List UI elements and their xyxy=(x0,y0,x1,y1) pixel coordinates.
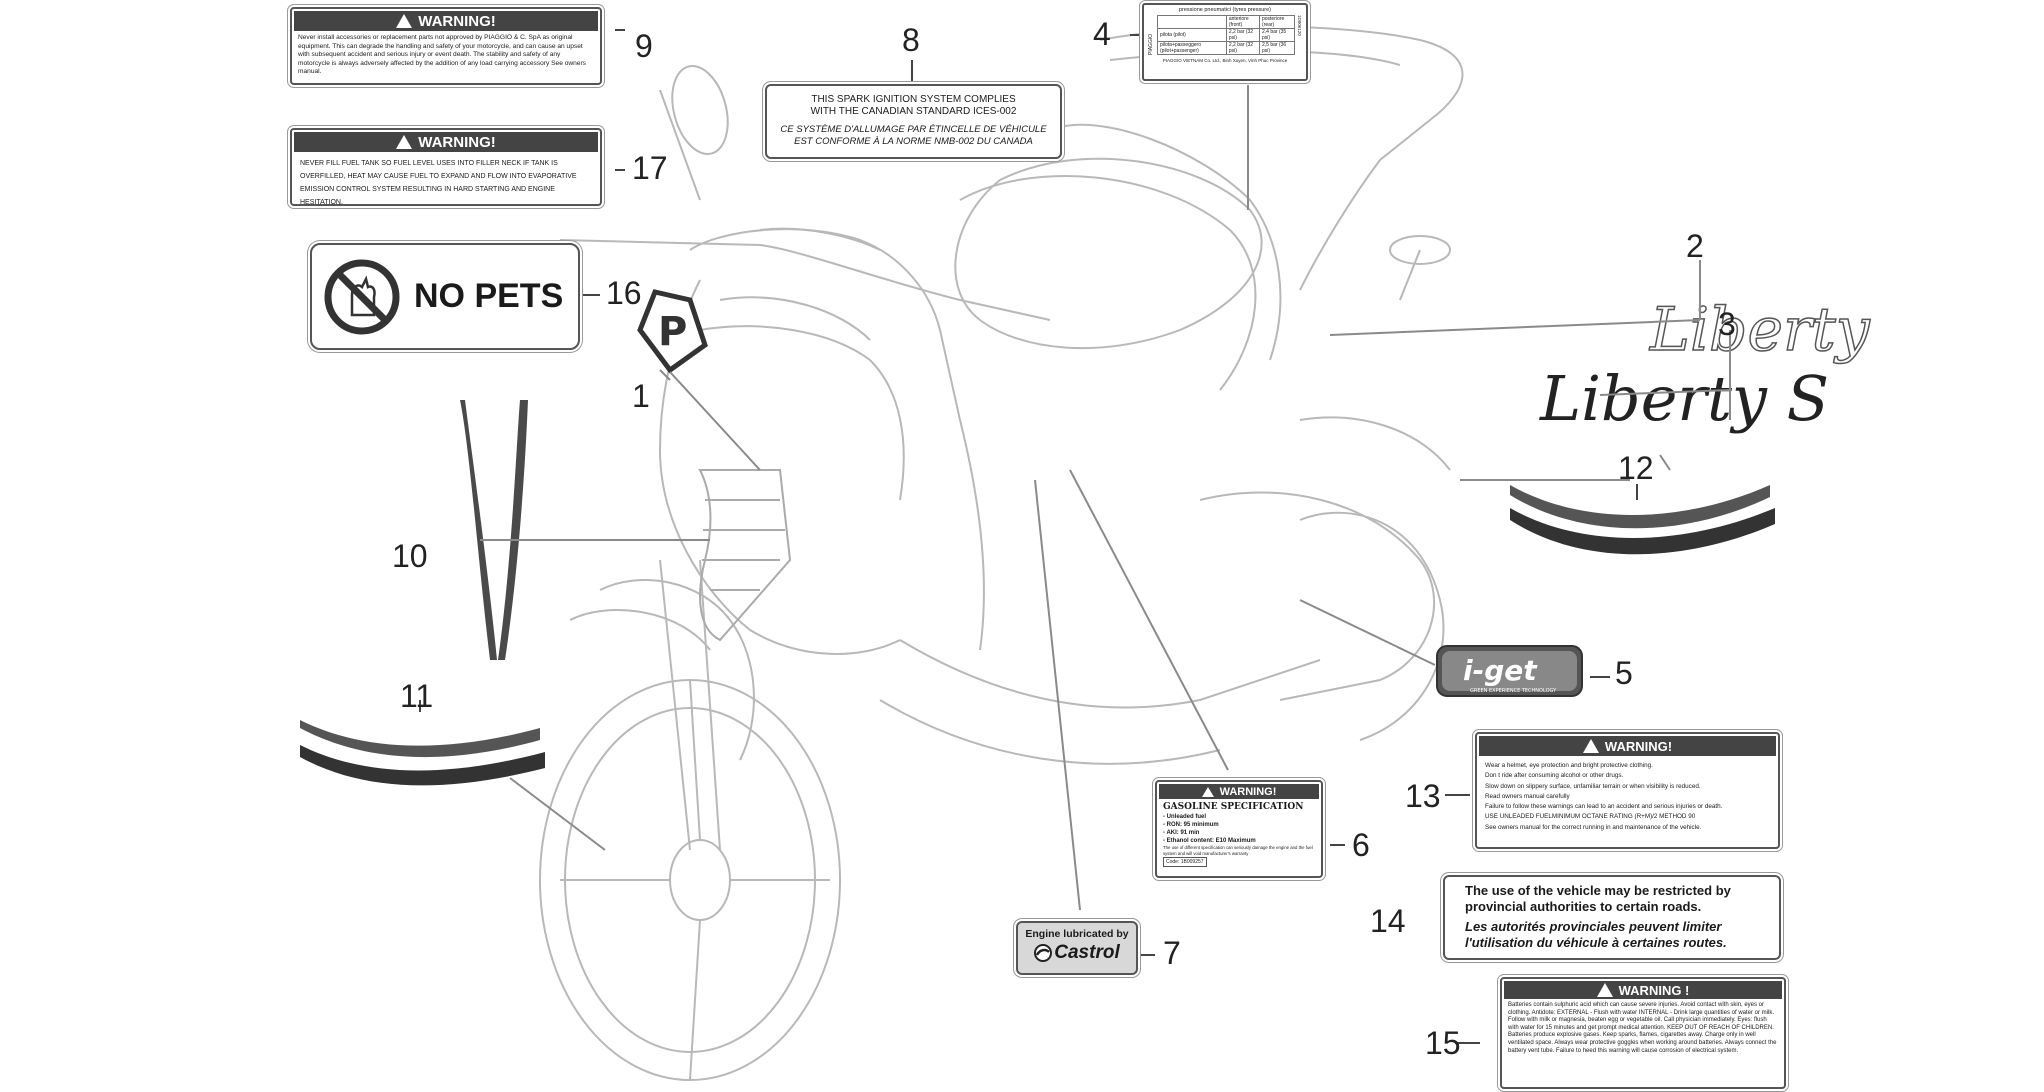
warning-triangle-icon xyxy=(396,14,413,28)
warning-label-17: WARNING! NEVER FILL FUEL TANK SO FUEL LE… xyxy=(290,128,602,206)
warning-triangle-icon xyxy=(1201,786,1214,797)
warning-header: WARNING ! xyxy=(1504,981,1782,999)
ices-label-8: THIS SPARK IGNITION SYSTEM COMPLIES WITH… xyxy=(765,84,1062,159)
tyre-pressure-label-4: pressione pneumatici (tyres pressure) PI… xyxy=(1142,3,1308,81)
callout-9: 9 xyxy=(635,28,653,64)
warning-header: WARNING! xyxy=(294,132,598,152)
callout-7: 7 xyxy=(1163,935,1181,971)
ices-line-4: EST CONFORME À LA NORME NMB-002 DU CANAD… xyxy=(794,136,1033,147)
no-pets-label-16: NO PETS xyxy=(310,243,580,350)
callout-13: 13 xyxy=(1405,778,1441,814)
warning-text: NEVER FILL FUEL TANK SO FUEL LEVEL USES … xyxy=(300,160,577,206)
callout-4: 4 xyxy=(1093,16,1111,52)
ices-line-1: THIS SPARK IGNITION SYSTEM COMPLIES xyxy=(811,94,1016,105)
svg-text:i-get: i-get xyxy=(1463,654,1538,687)
callout-5: 5 xyxy=(1615,655,1633,691)
castrol-swoosh-icon xyxy=(1034,944,1053,962)
callout-6: 6 xyxy=(1352,827,1370,863)
tyre-code: 1D006120 xyxy=(1297,15,1302,36)
callout-2: 2 xyxy=(1686,228,1704,264)
stripe-11-upper xyxy=(300,720,540,758)
liberty-logo-outline: Liberty xyxy=(1649,295,1871,365)
warning-triangle-icon xyxy=(1582,739,1599,753)
gasoline-label-6: WARNING! GASOLINE SPECIFICATION - Unlead… xyxy=(1155,780,1323,878)
restriction-text-fr: Les autorités provinciales peuvent limit… xyxy=(1465,919,1727,950)
warning-text: Never install accessories or replacement… xyxy=(298,34,586,75)
gasoline-spec: GASOLINE SPECIFICATION - Unleaded fuel -… xyxy=(1163,802,1313,867)
callout-12: 12 xyxy=(1618,450,1654,486)
castrol-label-7: Engine lubricated by Castrol xyxy=(1016,921,1138,975)
warning-list: Wear a helmet, eye protection and bright… xyxy=(1485,762,1723,831)
scooter-outline xyxy=(539,25,1464,1081)
restriction-text-en: The use of the vehicle may be restricted… xyxy=(1465,883,1731,914)
ices-line-2: WITH THE CANADIAN STANDARD ICES-002 xyxy=(810,106,1017,117)
piaggio-logo-emblem: P xyxy=(637,289,708,374)
tyre-title: pressione pneumatici (tyres pressure) xyxy=(1178,7,1271,13)
no-pets-text: NO PETS xyxy=(414,277,564,315)
front-grille xyxy=(698,469,792,642)
callout-16: 16 xyxy=(606,275,642,311)
warning-header: WARNING! xyxy=(294,11,598,31)
no-pets-icon xyxy=(324,259,400,334)
castrol-line-1: Engine lubricated by xyxy=(1025,928,1129,940)
side-stripe-right xyxy=(498,400,528,660)
callout-17: 17 xyxy=(632,150,668,186)
side-stripe-left xyxy=(460,400,497,660)
road-restriction-label-14: The use of the vehicle may be restricted… xyxy=(1443,875,1781,960)
stripe-11-lower xyxy=(300,745,545,786)
callout-8: 8 xyxy=(902,22,920,58)
warning-header: WARNING! xyxy=(1159,784,1319,799)
warning-header: WARNING! xyxy=(1479,736,1776,756)
warning-triangle-icon xyxy=(1596,983,1613,997)
stripe-12-upper xyxy=(1510,485,1770,529)
svg-text:GREEN EXPERIENCE TECHNOLOGY: GREEN EXPERIENCE TECHNOLOGY xyxy=(1470,688,1557,694)
warning-label-13: WARNING! Wear a helmet, eye protection a… xyxy=(1475,732,1780,849)
callout-1: 1 xyxy=(632,378,650,414)
tyre-table: anteriore (front)posteriore (rear) pilot… xyxy=(1157,15,1296,55)
castrol-logo: Castrol xyxy=(1018,942,1136,964)
callout-15: 15 xyxy=(1425,1025,1461,1061)
tyre-brand: PIAGGIO xyxy=(1148,33,1154,55)
warning-text: Batteries contain sulphuric acid which c… xyxy=(1508,1002,1777,1054)
i-get-badge: i-get GREEN EXPERIENCE TECHNOLOGY xyxy=(1436,645,1583,697)
warning-label-9: WARNING! Never install accessories or re… xyxy=(290,7,602,85)
callout-14: 14 xyxy=(1370,903,1406,939)
tyre-footer: PIAGGIO VIETNAM Co. Ltd., Binh Xuyen, Vi… xyxy=(1162,58,1288,63)
callout-10: 10 xyxy=(392,538,428,574)
leader-lines xyxy=(480,85,1731,911)
stripe-12-lower xyxy=(1510,508,1775,555)
warning-triangle-icon xyxy=(396,135,413,149)
svg-text:P: P xyxy=(658,309,687,355)
callout-3: 3 xyxy=(1718,306,1736,342)
liberty-s-logo: Liberty S xyxy=(1539,362,1829,435)
ices-line-3: CE SYSTÈME D'ALLUMAGE PAR ÉTINCELLE DE V… xyxy=(780,124,1047,135)
battery-warning-label-15: WARNING ! Batteries contain sulphuric ac… xyxy=(1500,977,1786,1089)
callout-11: 11 xyxy=(400,678,434,714)
